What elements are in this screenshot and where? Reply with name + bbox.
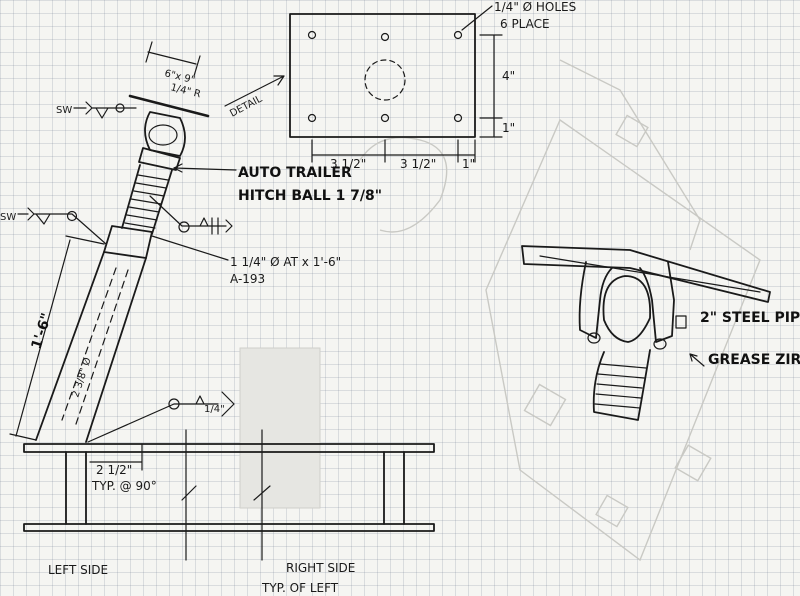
plate-hole <box>307 113 317 123</box>
ghost-bleed-through <box>239 59 761 562</box>
sw-top-weld-circle <box>115 103 125 113</box>
ghost-square-c <box>615 114 649 148</box>
beam-bottom-flange <box>23 523 435 532</box>
stud-weld-circle <box>178 221 190 233</box>
steel-pipe-label: 2" STEEL PIPE <box>700 310 800 326</box>
plate-detail: 1/4" Ø HOLES 6 PLACE 4" 1" 3 1/2" 3 1/2"… <box>224 0 576 171</box>
right-bracket <box>639 261 675 343</box>
thread-lines <box>124 174 169 229</box>
ghost-block <box>239 347 321 509</box>
flat-bar-label: 1 1/4" Ø AT x 1'-6" <box>230 255 341 269</box>
typ-left-label: TYP. OF LEFT <box>261 581 339 595</box>
bottom-dimension-lines <box>311 139 476 163</box>
socket-housing <box>144 111 186 157</box>
swivel-plate <box>521 245 771 303</box>
sw-top-label: SW <box>56 105 72 116</box>
right-side-label: RIGHT SIDE <box>286 561 355 575</box>
top-plate-side <box>128 94 210 118</box>
holes-leader <box>461 5 493 31</box>
plate-outline <box>289 13 476 138</box>
beam-top-flange <box>23 443 435 453</box>
lock-nut <box>103 225 153 259</box>
grease-label: GREASE ZIRT <box>708 352 800 368</box>
plate-hole <box>453 113 463 123</box>
break-line-right <box>253 429 271 561</box>
flat-bar-leader <box>151 235 229 261</box>
shank-threads <box>594 363 647 409</box>
sw-mid-weld-symbol <box>17 207 107 245</box>
sw-mid-label: SW <box>0 212 16 223</box>
ghost-square-d <box>595 494 629 528</box>
dim-1-right-label: 1" <box>502 121 515 135</box>
length-label: 1'-6" <box>29 311 56 351</box>
pipe-dia-label: 2 3/8" Ø <box>69 356 93 399</box>
length-dimension-lines <box>9 235 105 441</box>
ghost-outline-b <box>559 59 701 251</box>
astm-label: A-193 <box>230 272 265 286</box>
sw-mid-weld-circle <box>66 210 78 222</box>
beam-web-stiffeners <box>65 451 405 525</box>
plate-hole <box>380 113 390 123</box>
typ-90-label: TYP. @ 90° <box>91 479 157 493</box>
ball-collar <box>138 147 181 171</box>
ball-socket-hidden-line <box>364 59 406 101</box>
ghost-square-b <box>674 444 712 482</box>
ghost-square-a <box>523 383 567 427</box>
holes-label: 1/4" Ø HOLES <box>494 0 576 14</box>
dim-2-5-label: 2 1/2" <box>96 463 132 477</box>
pipe-hidden-line <box>61 267 117 421</box>
ball-pipe-detail: 2" STEEL PIPE GREASE ZIRT <box>521 245 800 421</box>
auto-trailer-label: AUTO TRAILER <box>238 165 352 181</box>
pipe-outline <box>35 251 147 443</box>
left-side-label: LEFT SIDE <box>48 563 108 577</box>
plate-hole <box>380 32 390 42</box>
plate-thk-label: 1/4" R <box>169 82 202 100</box>
weld-14-label: 1/4" <box>204 404 225 415</box>
base-weld-callout <box>87 391 235 443</box>
dim-3-5-b-label: 3 1/2" <box>400 157 436 171</box>
hitch-leader <box>173 167 237 171</box>
grease-arrow <box>689 353 705 367</box>
zerk-fitting-right <box>653 338 667 350</box>
plate-hole <box>307 30 317 40</box>
hitch-ball <box>148 124 178 146</box>
plate-centerline <box>539 255 761 293</box>
pipe-hidden-line <box>75 269 129 425</box>
left-side-elevation: 6"x 9" 1/4" R 1'-6" 2 3/8" Ø SW SW AU <box>0 41 435 595</box>
detail-arrow <box>224 75 285 107</box>
dim-1-bottom-label: 1" <box>462 157 475 171</box>
ghost-outline-a <box>485 118 761 562</box>
hitch-leader-arrow <box>173 163 183 173</box>
plate-hole <box>453 30 463 40</box>
dim-3-5-a-label: 3 1/2" <box>330 157 366 171</box>
threaded-stud-outline <box>121 164 173 235</box>
steel-pipe-marker <box>675 315 687 329</box>
ghost-curve <box>359 136 448 233</box>
shank-body <box>592 349 651 421</box>
stud-weld-callout <box>149 195 233 235</box>
detail-hitch-ball <box>602 275 651 343</box>
plate-size-dim <box>145 41 201 77</box>
sw-top-weld-symbol <box>73 101 137 119</box>
hitch-ball-label: HITCH BALL 1 7/8" <box>238 188 382 204</box>
zerk-fitting-left <box>587 332 601 344</box>
break-line-left <box>181 429 197 561</box>
detail-label: DETAIL <box>228 93 264 119</box>
dim-4-label: 4" <box>502 69 515 83</box>
base-dim-line <box>89 443 143 471</box>
base-weld-circle <box>168 398 180 410</box>
right-dimension-lines <box>479 34 503 138</box>
left-bracket <box>578 261 613 339</box>
place-label: 6 PLACE <box>500 17 550 31</box>
